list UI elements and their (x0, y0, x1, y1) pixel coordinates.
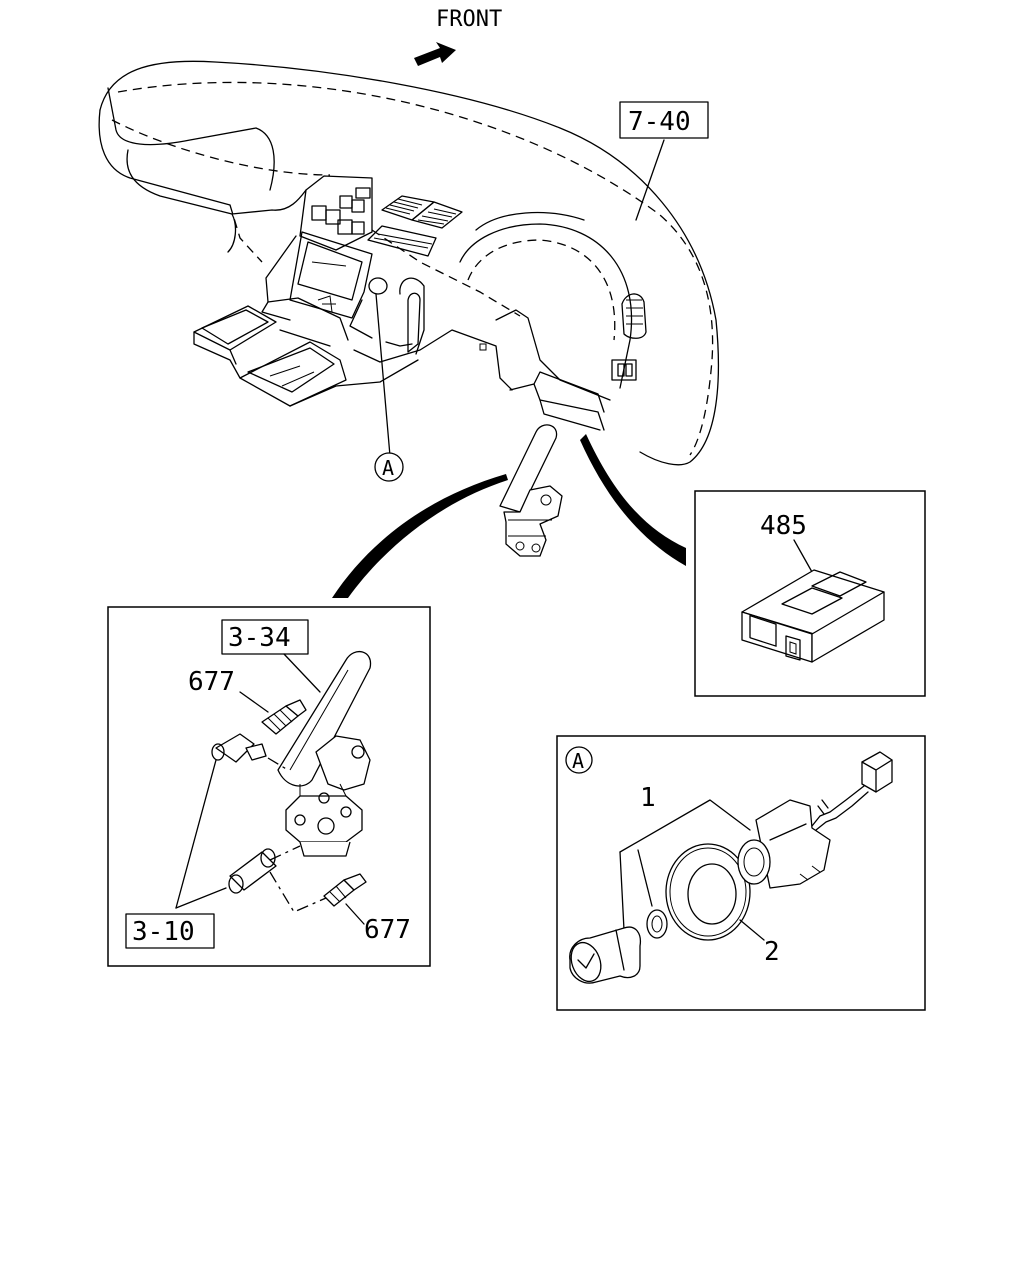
leader-A (375, 293, 391, 457)
callout-box-3-10: 3-10 (125, 913, 215, 949)
panel-A-marker-text: A (572, 749, 584, 773)
leader-7-40 (635, 139, 665, 221)
pointer-swoosh-right (580, 434, 686, 566)
panel-detail-A: A 1 2 (556, 735, 926, 1011)
callout-677-lower: 677 (364, 915, 411, 945)
relay-module-illustration (741, 569, 885, 663)
callout-box-7-40: 7-40 (619, 101, 709, 139)
panel-485: 485 (694, 490, 926, 697)
bezel-ring-illustration (665, 843, 751, 941)
instrument-panel-illustration (98, 60, 720, 466)
callout-7-40: 7-40 (628, 107, 691, 137)
brake-valve-illustration (211, 650, 372, 907)
marker-A-text: A (382, 456, 394, 480)
panel-valve-detail: 3-34 677 (107, 606, 431, 967)
callout-3-34: 3-34 (228, 623, 291, 653)
small-ring-illustration (646, 909, 668, 939)
detail-marker-A: A (374, 452, 404, 482)
callout-part-1: 1 (640, 783, 656, 813)
front-label: FRONT (436, 7, 502, 32)
switch-knob-illustration (569, 926, 642, 984)
callout-box-3-34: 3-34 (221, 619, 309, 655)
switch-body-illustration (737, 751, 893, 889)
callout-3-10: 3-10 (132, 917, 195, 947)
panel-A-marker: A (565, 746, 593, 774)
front-arrow-icon (414, 42, 456, 66)
brake-valve-small-illustration (499, 424, 563, 557)
callout-485: 485 (760, 511, 807, 541)
callout-part-2: 2 (764, 937, 780, 967)
callout-677-upper: 677 (188, 667, 235, 697)
pointer-swoosh-left (332, 474, 508, 598)
